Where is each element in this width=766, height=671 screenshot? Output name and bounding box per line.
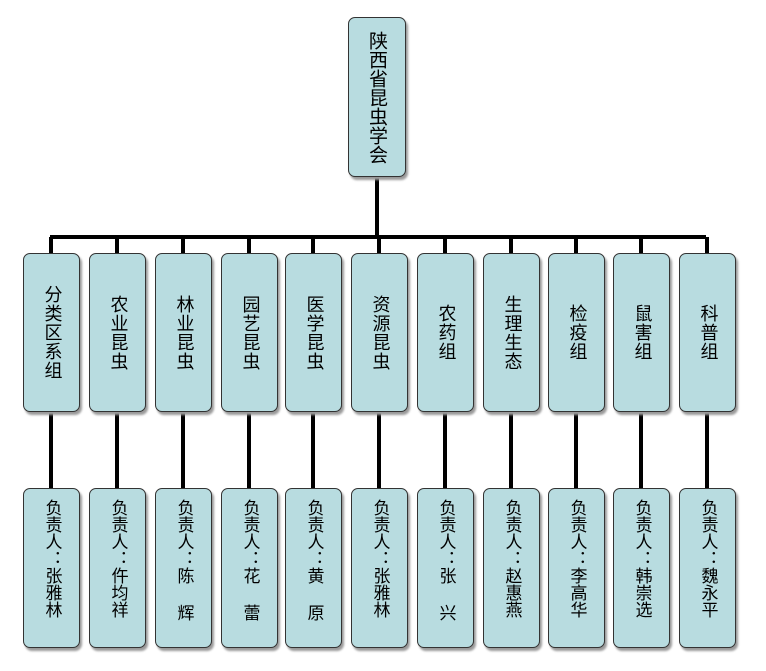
manager-box: 负责人：张 兴	[417, 488, 474, 648]
manager-box: 负责人：陈 辉	[155, 488, 212, 648]
group-label: 资源昆虫	[369, 294, 391, 371]
root-node: 陕西省昆虫学会	[348, 17, 406, 177]
manager-label: 负责人：赵惠燕	[501, 499, 522, 618]
group-box: 检疫组	[548, 253, 605, 412]
manager-box: 负责人：张雅林	[351, 488, 408, 648]
group-label: 林业昆虫	[173, 294, 195, 371]
group-box: 生理生态	[483, 253, 540, 412]
manager-box: 负责人：李高华	[548, 488, 605, 648]
group-label: 农业昆虫	[107, 294, 129, 371]
group-label: 生理生态	[501, 294, 523, 371]
manager-box: 负责人：花 蕾	[221, 488, 278, 648]
group-box: 林业昆虫	[155, 253, 212, 412]
group-box: 园艺昆虫	[221, 253, 278, 412]
group-label: 科普组	[697, 304, 719, 361]
group-box: 鼠害组	[613, 253, 670, 412]
group-label: 鼠害组	[631, 304, 653, 361]
manager-box: 负责人：魏永平	[679, 488, 736, 648]
group-label: 农药组	[435, 304, 457, 361]
manager-box: 负责人：赵惠燕	[483, 488, 540, 648]
group-label: 医学昆虫	[303, 294, 325, 371]
manager-label: 负责人：仵均祥	[107, 499, 128, 618]
group-label: 检疫组	[566, 304, 588, 361]
group-box: 农药组	[417, 253, 474, 412]
manager-label: 负责人：魏永平	[697, 499, 718, 618]
manager-label: 负责人：陈 辉	[173, 499, 194, 621]
manager-label: 负责人：张雅林	[369, 499, 390, 618]
manager-box: 负责人：黄 原	[285, 488, 342, 648]
group-box: 农业昆虫	[89, 253, 146, 412]
group-box: 科普组	[679, 253, 736, 412]
manager-box: 负责人：仵均祥	[89, 488, 146, 648]
group-box: 医学昆虫	[285, 253, 342, 412]
manager-box: 负责人：张雅林	[23, 488, 80, 648]
manager-label: 负责人：张雅林	[41, 499, 62, 618]
manager-label: 负责人：李高华	[566, 499, 587, 618]
group-box: 分类区系组	[23, 253, 80, 412]
manager-label: 负责人：花 蕾	[239, 499, 260, 621]
manager-label: 负责人：张 兴	[435, 499, 456, 621]
group-label: 园艺昆虫	[239, 294, 261, 371]
group-box: 资源昆虫	[351, 253, 408, 412]
manager-box: 负责人：韩崇选	[613, 488, 670, 648]
manager-label: 负责人：黄 原	[303, 499, 324, 621]
root-label: 陕西省昆虫学会	[366, 30, 388, 164]
manager-label: 负责人：韩崇选	[631, 499, 652, 618]
group-label: 分类区系组	[41, 285, 63, 380]
